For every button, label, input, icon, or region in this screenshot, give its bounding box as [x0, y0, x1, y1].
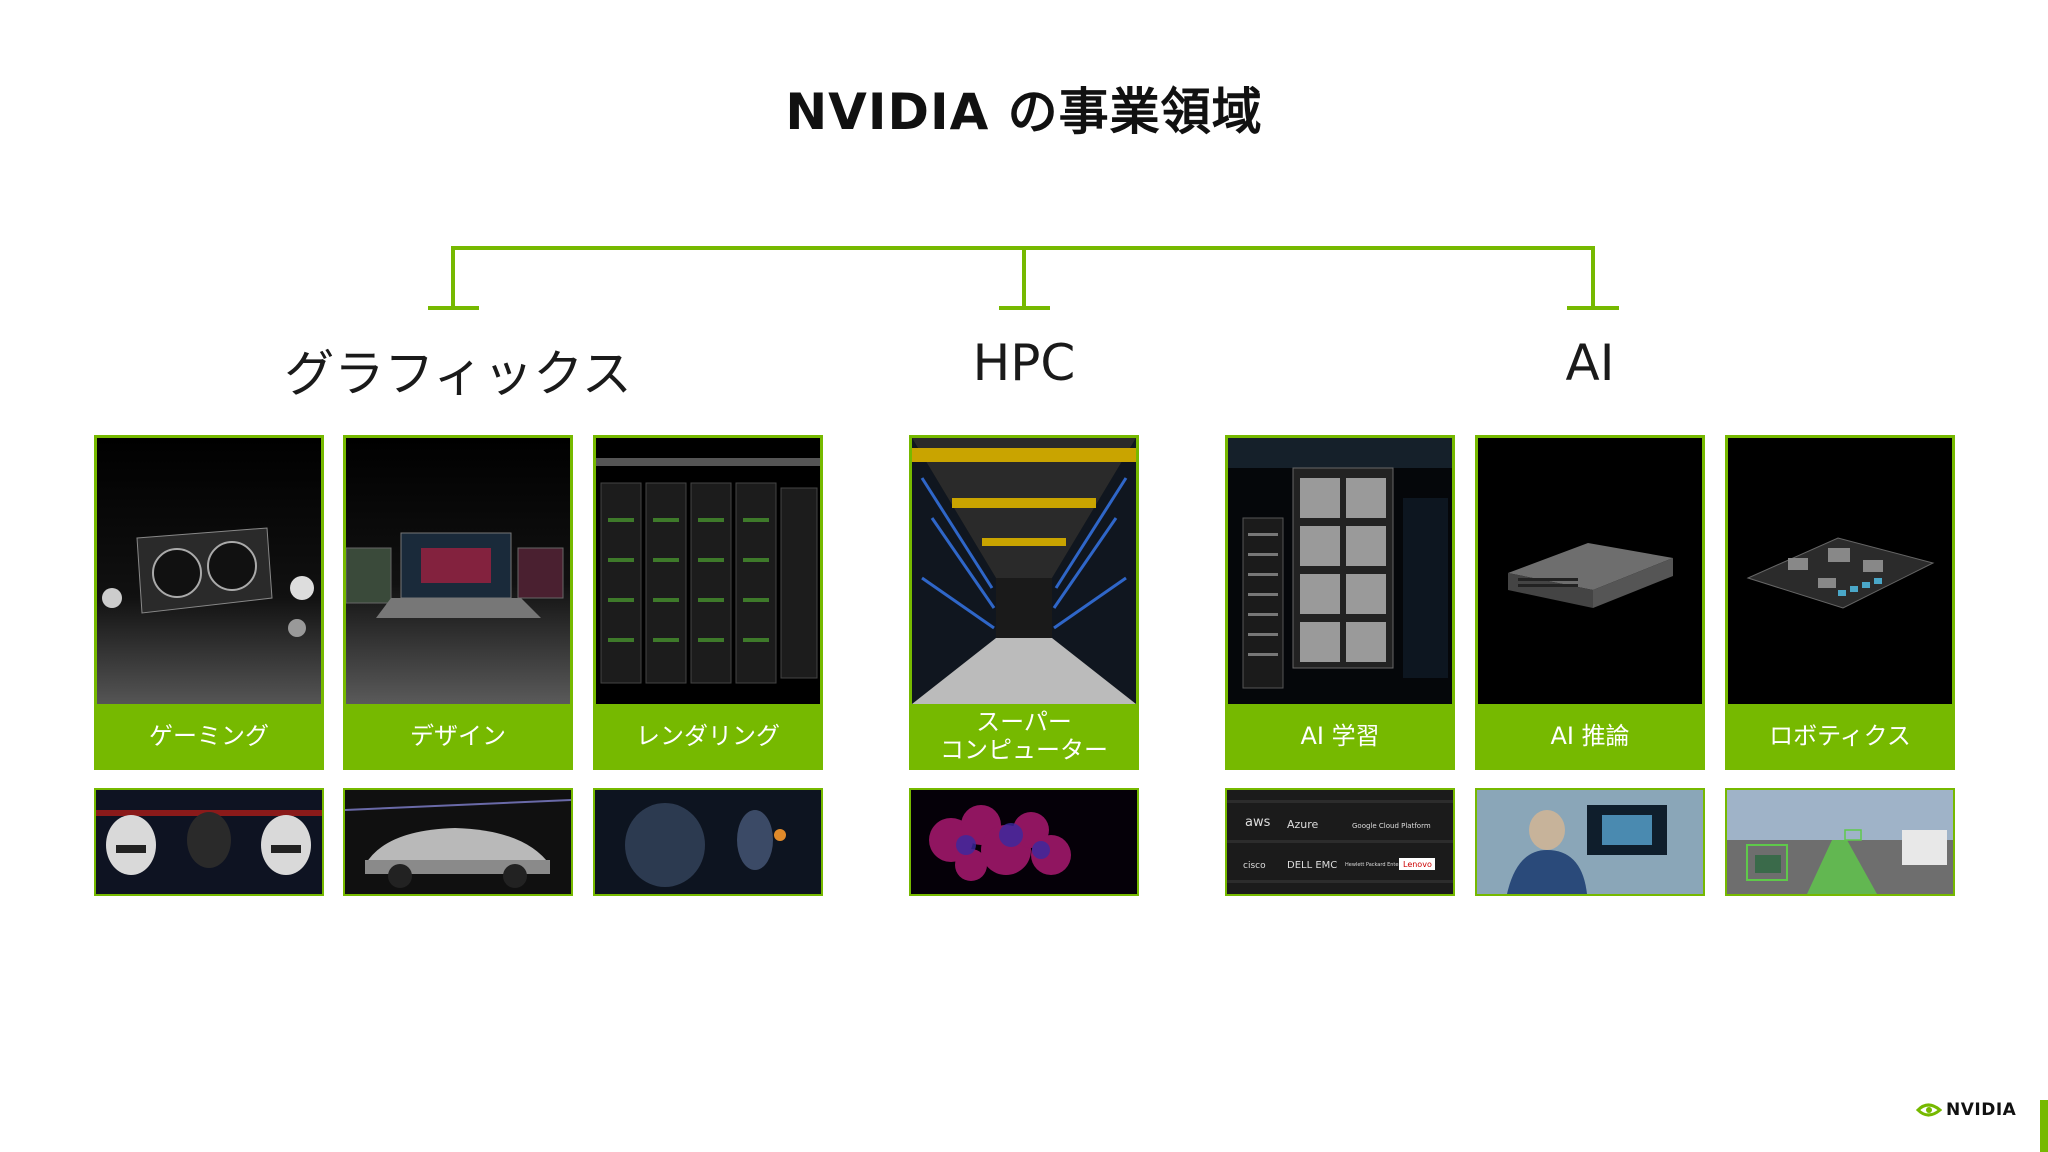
thumbnail-gaming[interactable]	[94, 788, 324, 896]
server-appliance-icon	[1478, 438, 1702, 704]
stormtroopers-scene	[96, 790, 322, 894]
hpe-logo: Hewlett Packard Enterprise	[1345, 862, 1413, 868]
aws-logo: aws	[1245, 815, 1271, 830]
page-title: NVIDIA の事業領域	[785, 83, 1263, 141]
server-racks-icon	[596, 438, 820, 704]
sports-car-scene	[345, 790, 571, 894]
nvidia-logo: NVIDIA	[1916, 1100, 2016, 1120]
thumbnail-hpc[interactable]	[909, 788, 1139, 896]
card-robotics[interactable]: ロボティクス	[1725, 435, 1955, 770]
nvidia-eye-icon	[1916, 1103, 1942, 1117]
card-rendering[interactable]: レンダリング	[593, 435, 823, 770]
lenovo-logo: Lenovo	[1403, 860, 1432, 869]
thumbnail-robotics[interactable]	[1725, 788, 1955, 896]
autonomous-driving-scene	[1727, 790, 1953, 894]
card-label: スーパー コンピューター	[912, 704, 1136, 767]
accent-bar	[2040, 1100, 2048, 1152]
category-graphics: グラフィックス	[284, 345, 632, 403]
thumbnail-rendering[interactable]	[593, 788, 823, 896]
card-label: デザイン	[346, 704, 570, 767]
thumbnail-design[interactable]	[343, 788, 573, 896]
supercomputer-aisle-icon	[912, 438, 1136, 704]
thumbnail-ai-training[interactable]: aws Azure Google Cloud Platform cisco DE…	[1225, 788, 1455, 896]
robot-render-scene	[595, 790, 821, 894]
card-ai-training[interactable]: AI 学習	[1225, 435, 1455, 770]
google-cloud-logo: Google Cloud Platform	[1352, 822, 1431, 830]
category-hpc: HPC	[972, 334, 1076, 392]
thumbnail-ai-inference[interactable]	[1475, 788, 1705, 896]
card-supercomputer[interactable]: スーパー コンピューター	[909, 435, 1139, 770]
card-label: AI 推論	[1478, 704, 1702, 767]
laptops-icon	[346, 438, 570, 704]
cloud-partner-logos: aws Azure Google Cloud Platform cisco DE…	[1227, 790, 1453, 894]
surgeon-scene	[1477, 790, 1703, 894]
card-label: ロボティクス	[1728, 704, 1952, 767]
cisco-logo: cisco	[1243, 861, 1266, 871]
card-design[interactable]: デザイン	[343, 435, 573, 770]
card-label: レンダリング	[596, 704, 820, 767]
card-label: ゲーミング	[97, 704, 321, 767]
molecule-visualization	[911, 790, 1137, 894]
card-label: AI 学習	[1228, 704, 1452, 767]
dell-emc-logo: DELL EMC	[1287, 860, 1337, 871]
azure-logo: Azure	[1287, 818, 1319, 831]
nvidia-logo-text: NVIDIA	[1946, 1100, 2017, 1120]
card-ai-inference[interactable]: AI 推論	[1475, 435, 1705, 770]
category-ai: AI	[1565, 334, 1615, 392]
graphics-card-icon	[97, 438, 321, 704]
robotics-board-icon	[1728, 438, 1952, 704]
card-gaming[interactable]: ゲーミング	[94, 435, 324, 770]
datacenter-icon	[1228, 438, 1452, 704]
category-bracket	[428, 246, 1619, 310]
